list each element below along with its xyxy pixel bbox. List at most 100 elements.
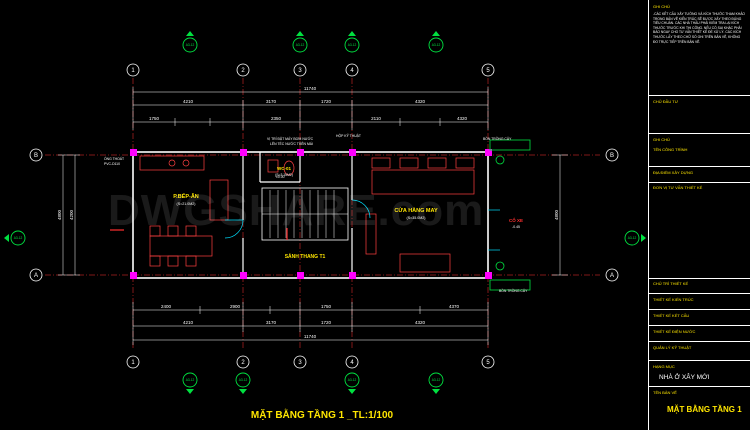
dim-bottom-axis: 4210 xyxy=(183,320,194,325)
section-tag: A3-12 xyxy=(348,378,357,382)
axis-label-4: 4 xyxy=(350,68,354,74)
dim-left-overall: 4800 xyxy=(57,209,62,220)
dim-top-axis: 1720 xyxy=(321,99,332,104)
room-labels: P.BẾP-ĂN (S=21.0M2) WC-01 (S=3.15M2) CỬA… xyxy=(173,166,523,260)
room-kitchen-area: (S=21.0M2) xyxy=(177,202,196,206)
side-dimension-lines xyxy=(58,154,568,276)
axis-label-a-right: A xyxy=(610,273,614,279)
divider xyxy=(649,309,750,310)
dimension-texts: 11740 4210 3170 1720 4320 1750 2350 2110… xyxy=(57,86,559,339)
project-heading: HẠNG MỤC xyxy=(653,364,675,369)
divider xyxy=(649,325,750,326)
axis-label-5: 5 xyxy=(486,68,490,74)
title-block-row: THIẾT KẾ KẾT CẤU xyxy=(653,313,690,318)
dim-bottom-detail: 1750 xyxy=(321,304,332,309)
divider xyxy=(649,166,750,167)
title-block: GHI CHÚ -CÁC KẾT CẤU XÂY TƯỜNG VÀ KÍCH T… xyxy=(648,0,750,430)
room-lobby-name: SẢNH THANG T1 xyxy=(285,253,326,260)
section-tag: A3-12 xyxy=(186,378,195,382)
dim-bottom-detail: 2900 xyxy=(230,304,241,309)
divider xyxy=(649,293,750,294)
section-tag: A3-12 xyxy=(239,378,248,382)
dim-top-overall: 11740 xyxy=(304,86,317,91)
notes-heading: GHI CHÚ xyxy=(653,4,670,9)
room-wc-area: (S=3.15M2) xyxy=(275,173,293,177)
dim-bottom-detail: 2400 xyxy=(161,304,172,309)
section-tag-triangles xyxy=(4,31,646,394)
section-tag: A3-12 xyxy=(348,43,357,47)
dim-bottom-overall: 11740 xyxy=(304,334,317,339)
pump-note-1: VỊ TRÍ ĐẶT MÁY BƠM NƯỚC xyxy=(267,136,314,141)
notes-text: -CÁC KẾT CẤU XÂY TƯỜNG VÀ KÍCH THƯỚC THA… xyxy=(653,12,745,44)
room-shop-area: (S=35.0M2) xyxy=(407,216,426,220)
top-dimension-lines xyxy=(132,87,489,130)
dim-top-detail: 2350 xyxy=(271,116,282,121)
pipe-note-2: PVC-D110 xyxy=(104,162,120,166)
sheet-heading: TÊN BẢN VẼ xyxy=(653,390,677,395)
section-tag: A3-12 xyxy=(14,236,23,240)
drawing-title: MẶT BẰNG TẦNG 1 _TL:1/100 xyxy=(251,408,394,421)
dim-bottom-axis: 1720 xyxy=(321,320,332,325)
axis-label-1: 1 xyxy=(131,68,135,74)
annotation-labels: VỊ TRÍ ĐẶT MÁY BƠM NƯỚC LÊN TÉC NƯỚC TRÊ… xyxy=(104,133,528,293)
section-tag: A3-12 xyxy=(432,378,441,382)
title-block-row: ĐỊA ĐIỂM XÂY DỰNG xyxy=(653,170,694,175)
shop-furniture xyxy=(365,157,475,273)
divider xyxy=(649,95,750,96)
axis-labels: 1 2 3 4 5 1 2 3 4 5 B A B A xyxy=(34,68,614,366)
section-tag-labels: A3-12 A3-12 A3-12 A3-12 A3-12 A3-12 A3-1… xyxy=(14,43,637,382)
axis-label-3: 3 xyxy=(298,68,302,74)
dim-right-overall: 4800 xyxy=(554,209,559,220)
sheet-name: MẶT BẰNG TẦNG 1 xyxy=(667,405,742,414)
axis-label-a-left: A xyxy=(34,273,38,279)
axis-label-2-bottom: 2 xyxy=(241,360,245,366)
title-block-row: ĐƠN VỊ TƯ VẤN THIẾT KẾ xyxy=(653,185,703,190)
dim-top-axis: 4320 xyxy=(415,99,426,104)
dim-top-axis: 4210 xyxy=(183,99,194,104)
room-garage-level: -0.45 xyxy=(512,225,520,229)
planter-top-label: BỒN TRỒNG CÂY xyxy=(483,136,512,141)
doors xyxy=(224,199,500,251)
pipe-note-1: ỐNG THOÁT xyxy=(104,156,124,161)
room-garage-name: CỔ XE xyxy=(509,217,523,223)
planters xyxy=(489,139,531,291)
title-block-row: CHỦ ĐẦU TƯ xyxy=(653,99,679,104)
dim-left-axis: 4200 xyxy=(69,209,74,220)
section-markers xyxy=(110,228,288,240)
room-kitchen-name: P.BẾP-ĂN xyxy=(173,193,199,200)
dim-top-detail: 4320 xyxy=(457,116,468,121)
dim-bottom-axis: 4320 xyxy=(415,320,426,325)
divider xyxy=(649,182,750,183)
section-tag-markers xyxy=(10,37,640,388)
section-tag: A3-12 xyxy=(628,236,637,240)
exterior-walls xyxy=(132,151,489,279)
divider xyxy=(649,341,750,342)
axis-label-1-bottom: 1 xyxy=(131,360,135,366)
axis-label-2: 2 xyxy=(241,68,245,74)
watermark: DWGSHARE.com xyxy=(108,186,485,235)
top-axis-markers xyxy=(29,63,619,369)
room-shop-name: CỬA HÀNG MAY xyxy=(394,207,438,214)
section-tag: A3-12 xyxy=(432,43,441,47)
divider xyxy=(649,360,750,361)
title-block-row: CHỦ TRÌ THIẾT KẾ xyxy=(653,281,689,286)
level-mark: ±0.00 xyxy=(276,175,285,179)
section-tag: A3-12 xyxy=(186,43,195,47)
axis-label-b-right: B xyxy=(610,153,614,159)
title-block-row: TÊN CÔNG TRÌNH xyxy=(653,147,688,152)
project-name: NHÀ Ở XÂY MỚI xyxy=(659,374,710,381)
axis-label-5-bottom: 5 xyxy=(486,360,490,366)
technical-box-label: HỘP KỸ THUẬT xyxy=(336,133,361,138)
section-tag: A3-12 xyxy=(296,43,305,47)
pump-note-2: LÊN TÉC NƯỚC TRÊN MÁI xyxy=(270,141,313,146)
room-wc-name: WC-01 xyxy=(277,166,291,171)
kitchen-furniture xyxy=(139,155,229,267)
dim-bottom-axis: 3170 xyxy=(266,320,277,325)
axis-label-b-left: B xyxy=(34,153,38,159)
divider xyxy=(649,386,750,387)
dim-top-detail: 1750 xyxy=(149,116,160,121)
dim-bottom-detail: 4370 xyxy=(449,304,460,309)
dim-top-detail: 2110 xyxy=(371,116,381,121)
title-block-row: QUẢN LÝ KỸ THUẬT xyxy=(653,345,692,350)
